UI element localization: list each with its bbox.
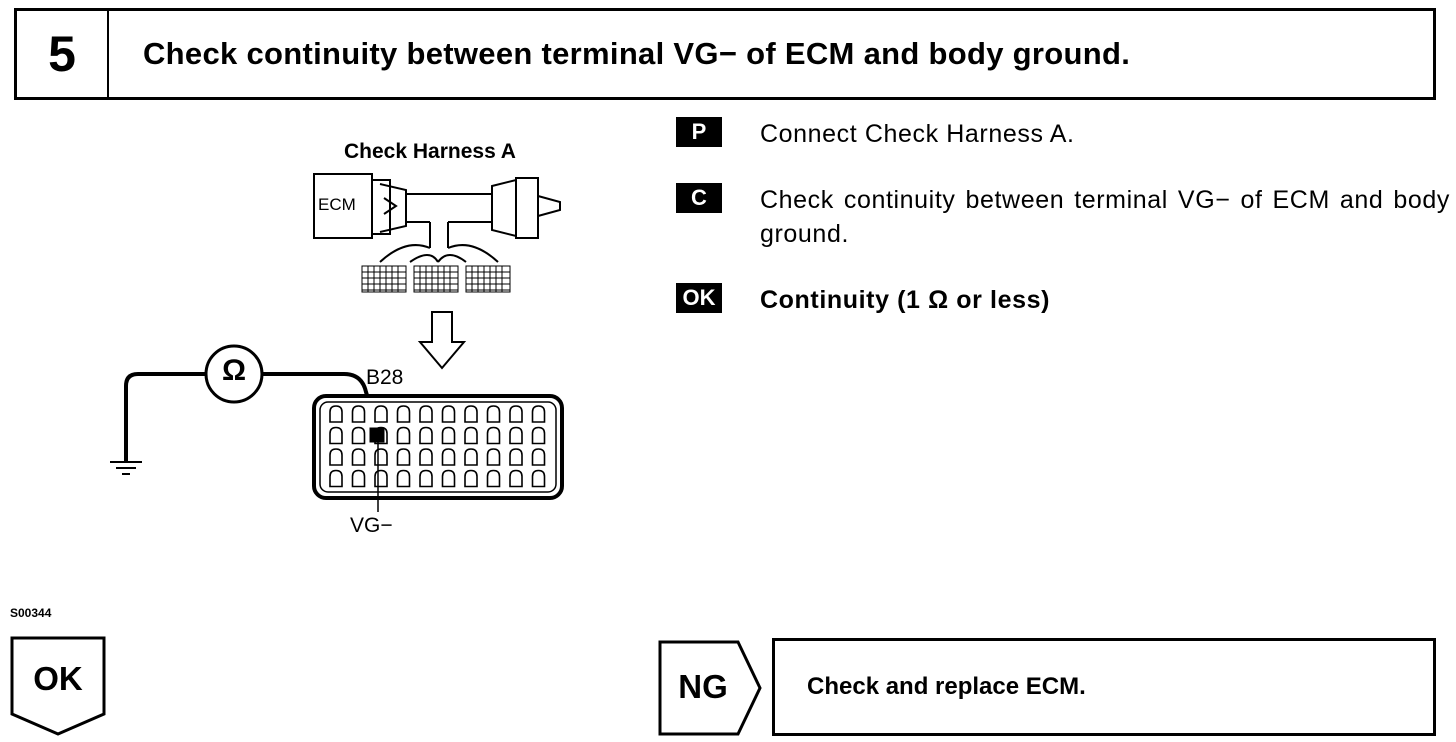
- connector-pin: [464, 405, 478, 423]
- connector-pin: [464, 469, 478, 488]
- connector-pin: [441, 469, 456, 488]
- connector-pin: [464, 448, 478, 466]
- connector-label: B28: [366, 366, 404, 389]
- ecm-label: ECM: [318, 195, 356, 214]
- connector-pin: [531, 405, 546, 423]
- connector-pin: [531, 426, 546, 445]
- connector-pin: [396, 405, 411, 423]
- tag-ok: OK: [676, 283, 722, 313]
- ng-label: NG: [678, 668, 728, 705]
- connector-pin: [441, 448, 456, 466]
- ohmmeter-symbol: Ω: [221, 354, 247, 387]
- step-title: Check continuity between terminal VG− of…: [143, 36, 1131, 71]
- connector-pin: [509, 426, 523, 445]
- connector-pin: [486, 426, 501, 445]
- ng-action-box: Check and replace ECM.: [772, 638, 1436, 736]
- ng-result-arrow: NG: [658, 640, 768, 736]
- instruction-text: Connect Check Harness A.: [760, 120, 1075, 148]
- wiring-diagram: Check Harness A ECM B28 VG− Ω: [0, 110, 620, 560]
- check-harness-label: Check Harness A: [344, 140, 516, 163]
- connector-pin: [486, 405, 501, 423]
- connector-pin: [509, 469, 523, 488]
- connector-pin: [486, 469, 501, 488]
- tag-p: P: [676, 117, 722, 147]
- connector-pin: [396, 426, 411, 445]
- connector-pin: [329, 426, 343, 445]
- terminal-label: VG−: [350, 514, 393, 537]
- step-number: 5: [17, 11, 109, 97]
- connector-pin: [351, 405, 366, 423]
- connector-pin: [509, 405, 523, 423]
- connector-pin: [486, 448, 501, 466]
- connector-pin: [441, 405, 456, 423]
- ok-result-arrow: OK: [10, 636, 106, 736]
- connector-pin: [374, 448, 388, 466]
- connector-pin: [329, 469, 343, 488]
- connector-pin: [509, 448, 523, 466]
- connector-pin: [441, 426, 456, 445]
- ok-label: OK: [33, 660, 83, 697]
- connector-pin: [351, 448, 366, 466]
- instruction-text: Check continuity between terminal VG− of…: [760, 186, 1450, 248]
- figure-code: S00344: [10, 606, 52, 620]
- connector-pin: [531, 469, 546, 488]
- instruction-text: Continuity (1 Ω or less): [760, 286, 1051, 314]
- connector-pin: [396, 448, 411, 466]
- connector-pin: [329, 448, 343, 466]
- connector-pin: [531, 448, 546, 466]
- ng-arrow-shape: [658, 640, 762, 736]
- connector-pin: [329, 405, 343, 423]
- harness-diagram-drawing: [110, 173, 564, 512]
- connector-pin: [374, 405, 388, 423]
- connector-pin: [374, 469, 388, 488]
- ok-arrow-shape: [10, 636, 106, 736]
- connector-pin: [419, 405, 433, 423]
- connector-pin: [351, 426, 366, 445]
- connector-pin: [396, 469, 411, 488]
- connector-pin: [351, 469, 366, 488]
- tag-c: C: [676, 183, 722, 213]
- ng-action-text: Check and replace ECM.: [807, 673, 1086, 700]
- step-header: 5 Check continuity between terminal VG− …: [14, 8, 1436, 100]
- connector-pin: [419, 426, 433, 445]
- connector-pin: [464, 426, 478, 445]
- connector-pin: [419, 448, 433, 466]
- connector-pin: [419, 469, 433, 488]
